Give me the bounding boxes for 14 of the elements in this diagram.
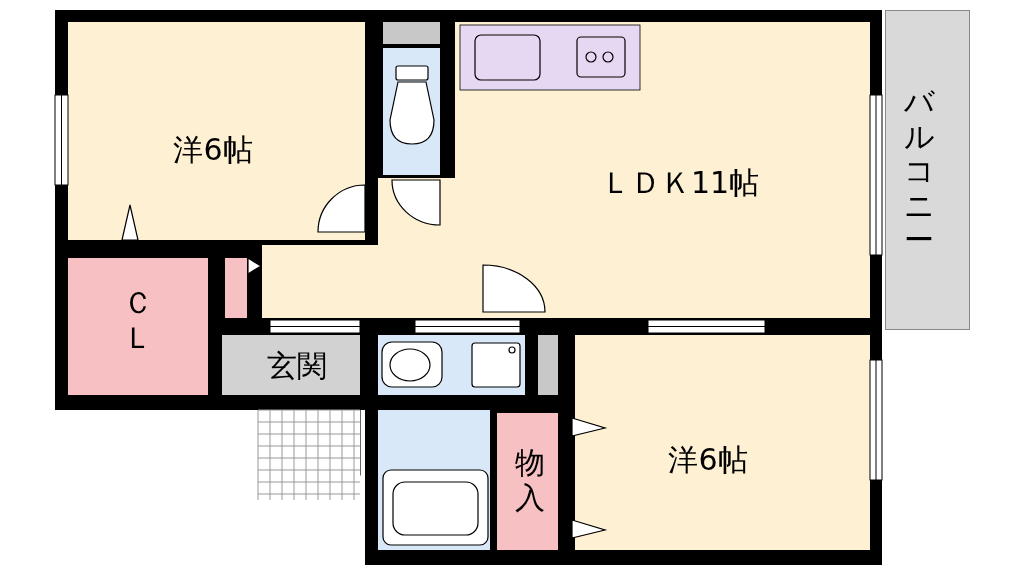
- room-label: バルコニー: [903, 84, 935, 258]
- room-label: 玄関: [267, 351, 327, 381]
- room: [262, 245, 455, 318]
- room-label: 物入: [514, 445, 546, 515]
- room-label: 洋6帖: [668, 445, 748, 475]
- room-label: ＣＬ: [122, 285, 154, 355]
- room: [68, 22, 365, 240]
- room-label: ＬＤＫ11帖: [600, 168, 760, 198]
- balcony: [885, 10, 970, 330]
- room-label: 洋6帖: [173, 135, 253, 165]
- room: [222, 335, 360, 395]
- room: [497, 413, 558, 550]
- room: [68, 258, 208, 395]
- room: [575, 335, 870, 550]
